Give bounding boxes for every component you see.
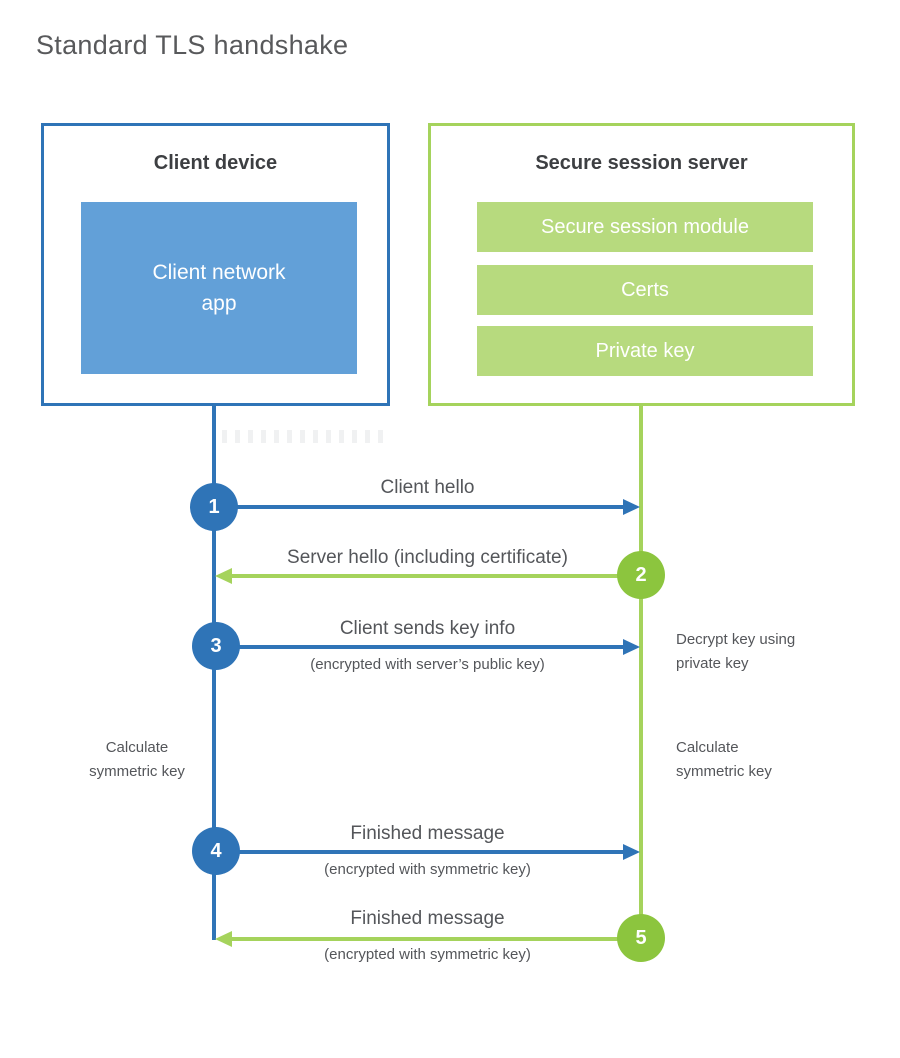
secure-session-server-box: Secure session server Secure session mod… — [428, 123, 855, 406]
client-device-box: Client device Client network app — [41, 123, 390, 406]
calc-server-line1: Calculate — [676, 739, 739, 756]
step-4-badge: 4 — [192, 827, 240, 875]
page-title: Standard TLS handshake — [36, 30, 349, 60]
arrow-right-icon — [623, 844, 640, 860]
calculate-symmetric-key-note-server: Calculate symmetric key — [676, 736, 772, 784]
step-5-badge: 5 — [617, 914, 665, 962]
step-3-badge: 3 — [192, 622, 240, 670]
decrypt-key-note-line2: private key — [676, 655, 749, 672]
message-5-sublabel: (encrypted with symmetric key) — [324, 946, 531, 963]
arrow-right-icon — [623, 639, 640, 655]
calc-client-line1: Calculate — [105, 739, 169, 756]
client-lifeline — [212, 406, 216, 940]
message-4-sublabel: (encrypted with symmetric key) — [324, 861, 531, 878]
arrow-left-icon — [215, 568, 232, 584]
step-2-badge: 2 — [617, 551, 665, 599]
client-device-title: Client device — [153, 152, 278, 174]
certs-bar: Certs — [477, 265, 813, 315]
message-3-sublabel: (encrypted with server’s public key) — [310, 656, 545, 673]
message-3-arrow — [216, 645, 626, 649]
arrow-right-icon — [623, 499, 640, 515]
calc-client-line2: symmetric key — [89, 763, 185, 780]
decrypt-key-note: Decrypt key using private key — [676, 628, 795, 676]
message-1-arrow — [216, 505, 626, 509]
faint-dashed-artifact — [222, 430, 388, 443]
calc-server-line2: symmetric key — [676, 763, 772, 780]
private-key-bar: Private key — [477, 326, 813, 376]
message-4-arrow — [216, 850, 626, 854]
message-5-arrow — [229, 937, 640, 941]
message-5-label: Finished message — [350, 908, 505, 929]
decrypt-key-note-line1: Decrypt key using — [676, 631, 796, 648]
message-2-label: Server hello (including certificate) — [287, 547, 568, 568]
server-lifeline — [639, 406, 643, 938]
client-network-app-label: Client network app — [152, 260, 286, 316]
message-1-label: Client hello — [380, 477, 475, 498]
message-4-label: Finished message — [350, 823, 505, 844]
arrow-left-icon — [215, 931, 232, 947]
message-2-arrow — [229, 574, 640, 578]
step-1-badge: 1 — [190, 483, 238, 531]
secure-session-module-bar: Secure session module — [477, 202, 813, 252]
message-3-label: Client sends key info — [339, 618, 516, 639]
secure-session-server-title: Secure session server — [535, 152, 748, 174]
calculate-symmetric-key-note-client: Calculate symmetric key — [82, 736, 192, 784]
client-network-app-box: Client network app — [81, 202, 357, 374]
